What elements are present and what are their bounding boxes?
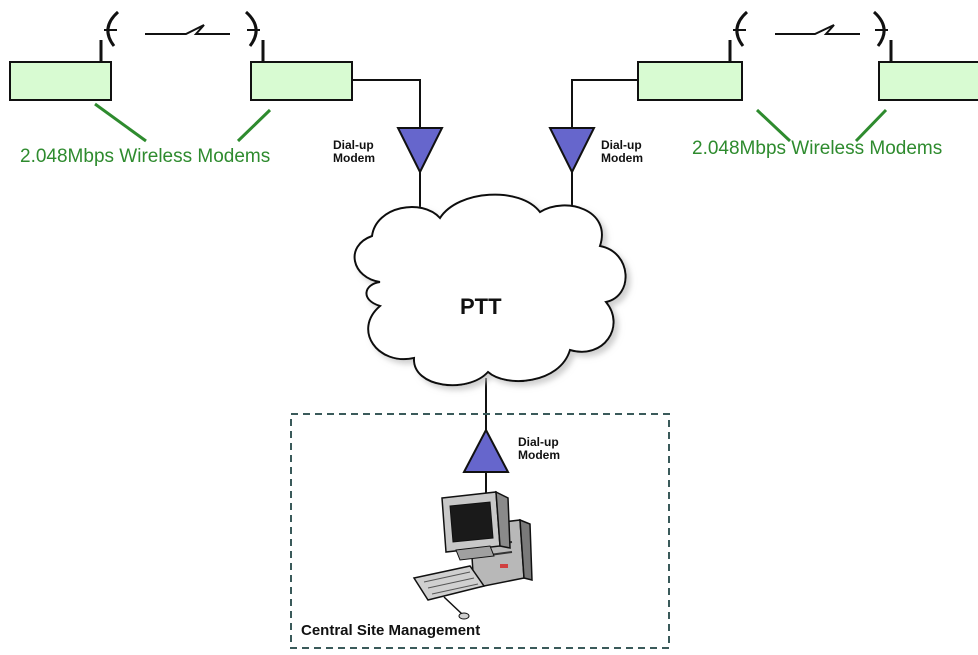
antenna-icon xyxy=(244,10,265,62)
radio-link-icon xyxy=(145,24,230,35)
wireless-modem-icon xyxy=(878,61,978,101)
dialup-modem-label-line1: Dial-up xyxy=(518,435,559,449)
wireless-modem-icon xyxy=(250,61,353,101)
dialup-modem-label-left: Dial-up Modem xyxy=(333,139,375,165)
antenna-icon xyxy=(99,10,120,62)
wireless-modem-icon xyxy=(9,61,112,101)
wireless-modem-icon xyxy=(637,61,743,101)
dialup-modem-icon xyxy=(396,127,444,175)
antenna-icon xyxy=(728,10,749,62)
cloud-icon xyxy=(353,193,627,387)
dialup-modem-label-central: Dial-up Modem xyxy=(518,436,560,462)
central-site-label: Central Site Management xyxy=(301,622,481,639)
dialup-modem-label-right: Dial-up Modem xyxy=(601,139,643,165)
dialup-modem-label-line2: Modem xyxy=(518,448,560,462)
dialup-modem-label-line2: Modem xyxy=(333,151,375,165)
central-site-boundary xyxy=(290,413,670,649)
wireless-modems-label-right: 2.048Mbps Wireless Modems xyxy=(692,138,943,159)
dialup-modem-label-line1: Dial-up xyxy=(333,138,374,152)
ptt-network-label: PTT xyxy=(460,294,502,319)
dialup-modem-icon xyxy=(462,427,510,473)
dialup-modem-label-line1: Dial-up xyxy=(601,138,642,152)
antenna-icon xyxy=(872,10,893,62)
wireless-modems-label-left: 2.048Mbps Wireless Modems xyxy=(20,146,271,167)
dialup-modem-icon xyxy=(548,127,596,175)
wireless-pair-right xyxy=(637,10,978,143)
radio-link-icon xyxy=(775,24,860,35)
dialup-modem-label-line2: Modem xyxy=(601,151,643,165)
computer-icon xyxy=(412,490,533,620)
wireless-pair-left xyxy=(9,10,353,143)
